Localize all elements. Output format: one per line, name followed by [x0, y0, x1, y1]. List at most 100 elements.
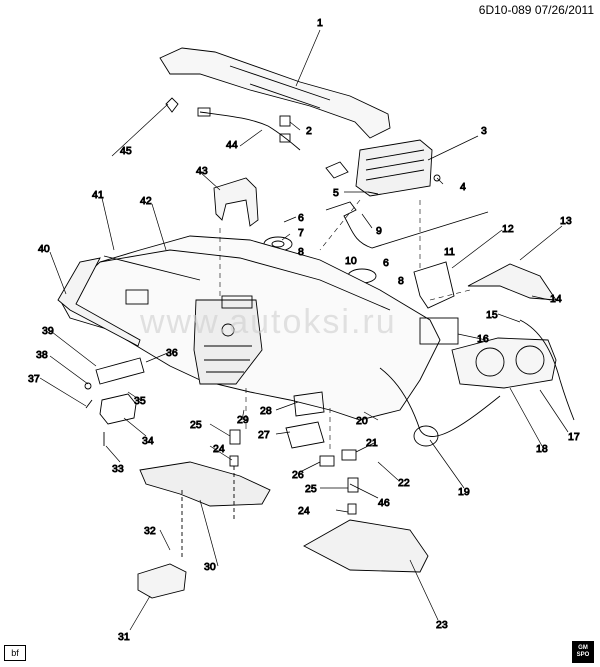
callout-19: 19 — [458, 486, 470, 498]
panel-ribs — [229, 65, 331, 109]
callout-32: 32 — [144, 525, 156, 537]
part-panel-39 — [95, 357, 145, 385]
callout-27: 27 — [258, 429, 270, 441]
callout-33: 33 — [112, 463, 124, 475]
part-sensor-2 — [279, 115, 291, 127]
part-sensor-2b — [279, 133, 291, 143]
left-vent — [125, 289, 149, 305]
callout-28: 28 — [260, 405, 272, 417]
callout-25b: 25 — [305, 483, 317, 495]
callout-labels: 1 2 3 4 5 6 6 7 8 8 9 10 11 12 13 14 15 … — [28, 17, 581, 644]
callout-3: 3 — [481, 125, 487, 137]
callout-31: 31 — [118, 631, 130, 643]
callout-11: 11 — [444, 246, 455, 258]
center-stack-buttons — [204, 345, 252, 373]
center-vent — [221, 295, 253, 309]
diagram-id: 6D10-089 — [478, 3, 532, 17]
callout-15: 15 — [486, 309, 498, 321]
part-bracket-11 — [413, 261, 455, 309]
part-bolster-30 — [139, 461, 271, 507]
part-module-16 — [419, 317, 459, 345]
part-fastener-25b — [347, 477, 359, 493]
callout-23: 23 — [436, 619, 448, 631]
logo-bottom-text: SPO — [576, 652, 590, 658]
part-fastener-25a — [229, 429, 241, 445]
callout-45: 45 — [120, 145, 132, 157]
center-stack-knob — [221, 323, 235, 337]
part-clip-45 — [165, 97, 179, 113]
speaker-7-center — [271, 240, 285, 248]
part-module-27 — [285, 421, 325, 449]
callout-39: 39 — [42, 325, 54, 337]
gm-spo-logo: GM SPO — [572, 641, 594, 663]
leader-lines — [39, 29, 569, 631]
harness-19-boot — [413, 425, 439, 447]
callout-44: 44 — [226, 139, 238, 151]
part-bracket-28 — [293, 391, 325, 417]
callout-6b: 6 — [383, 257, 389, 269]
callout-2: 2 — [306, 125, 312, 137]
callout-9: 9 — [376, 225, 382, 237]
callout-14: 14 — [550, 293, 562, 305]
part-cover-43 — [213, 177, 259, 227]
module-fins — [365, 149, 425, 181]
callout-35: 35 — [134, 395, 146, 407]
callout-17: 17 — [568, 431, 580, 443]
callout-13: 13 — [560, 215, 572, 227]
callout-16: 16 — [477, 333, 489, 345]
callout-6a: 6 — [298, 212, 304, 224]
part-fastener-24b — [347, 503, 357, 515]
footer-tag: bf — [4, 645, 26, 661]
callout-34: 34 — [142, 435, 154, 447]
part-trim-40 — [57, 257, 141, 347]
diagram-code: 6D10-089 07/26/2011 — [479, 3, 594, 17]
logo-top-text: GM — [578, 645, 588, 651]
callout-4: 4 — [460, 181, 466, 193]
gauge-left — [475, 347, 505, 377]
part-harness-44 — [199, 111, 301, 151]
part-clip-38 — [84, 382, 92, 390]
callout-18: 18 — [536, 443, 548, 455]
part-module-31 — [137, 563, 187, 599]
callout-43: 43 — [196, 165, 208, 177]
callout-24b: 24 — [298, 505, 310, 517]
callout-42: 42 — [140, 195, 152, 207]
callout-22: 22 — [398, 477, 410, 489]
callout-24a: 24 — [213, 443, 225, 455]
part-bolt-4 — [433, 174, 441, 182]
callout-29: 29 — [237, 414, 249, 426]
part-bracket-34 — [99, 393, 137, 425]
part-module-3 — [355, 139, 433, 197]
part-harness-19 — [379, 367, 501, 437]
part-center-stack — [193, 299, 263, 385]
part-screw-37 — [85, 399, 93, 409]
part-fastener-24a — [229, 455, 239, 467]
callout-46: 46 — [378, 497, 390, 509]
diagram-date: 07/26/2011 — [534, 3, 594, 17]
callout-7: 7 — [298, 227, 304, 239]
part-switch-21 — [341, 449, 357, 461]
part-switch-26 — [319, 455, 335, 467]
callout-8b: 8 — [398, 275, 404, 287]
callout-12: 12 — [502, 223, 514, 235]
callout-36: 36 — [166, 347, 178, 359]
part-panel-23 — [303, 519, 429, 573]
part-hood-14 — [467, 263, 557, 301]
callout-41: 41 — [92, 189, 104, 201]
part-cable-9 — [325, 201, 489, 249]
part-screw-5 — [367, 191, 379, 195]
assembly-dashed-lines — [219, 199, 471, 450]
callout-38: 38 — [36, 349, 48, 361]
callout-20: 20 — [356, 415, 368, 427]
watermark: www.autoksi.ru — [140, 303, 397, 341]
callout-10: 10 — [345, 255, 357, 267]
part-strip-41 — [103, 255, 201, 281]
callout-5: 5 — [333, 187, 339, 199]
callout-8a: 8 — [298, 246, 304, 258]
callout-37: 37 — [28, 373, 40, 385]
callout-40: 40 — [38, 243, 50, 255]
callout-26: 26 — [292, 469, 304, 481]
dash-upper-edge — [99, 249, 391, 311]
callout-25a: 25 — [190, 419, 202, 431]
